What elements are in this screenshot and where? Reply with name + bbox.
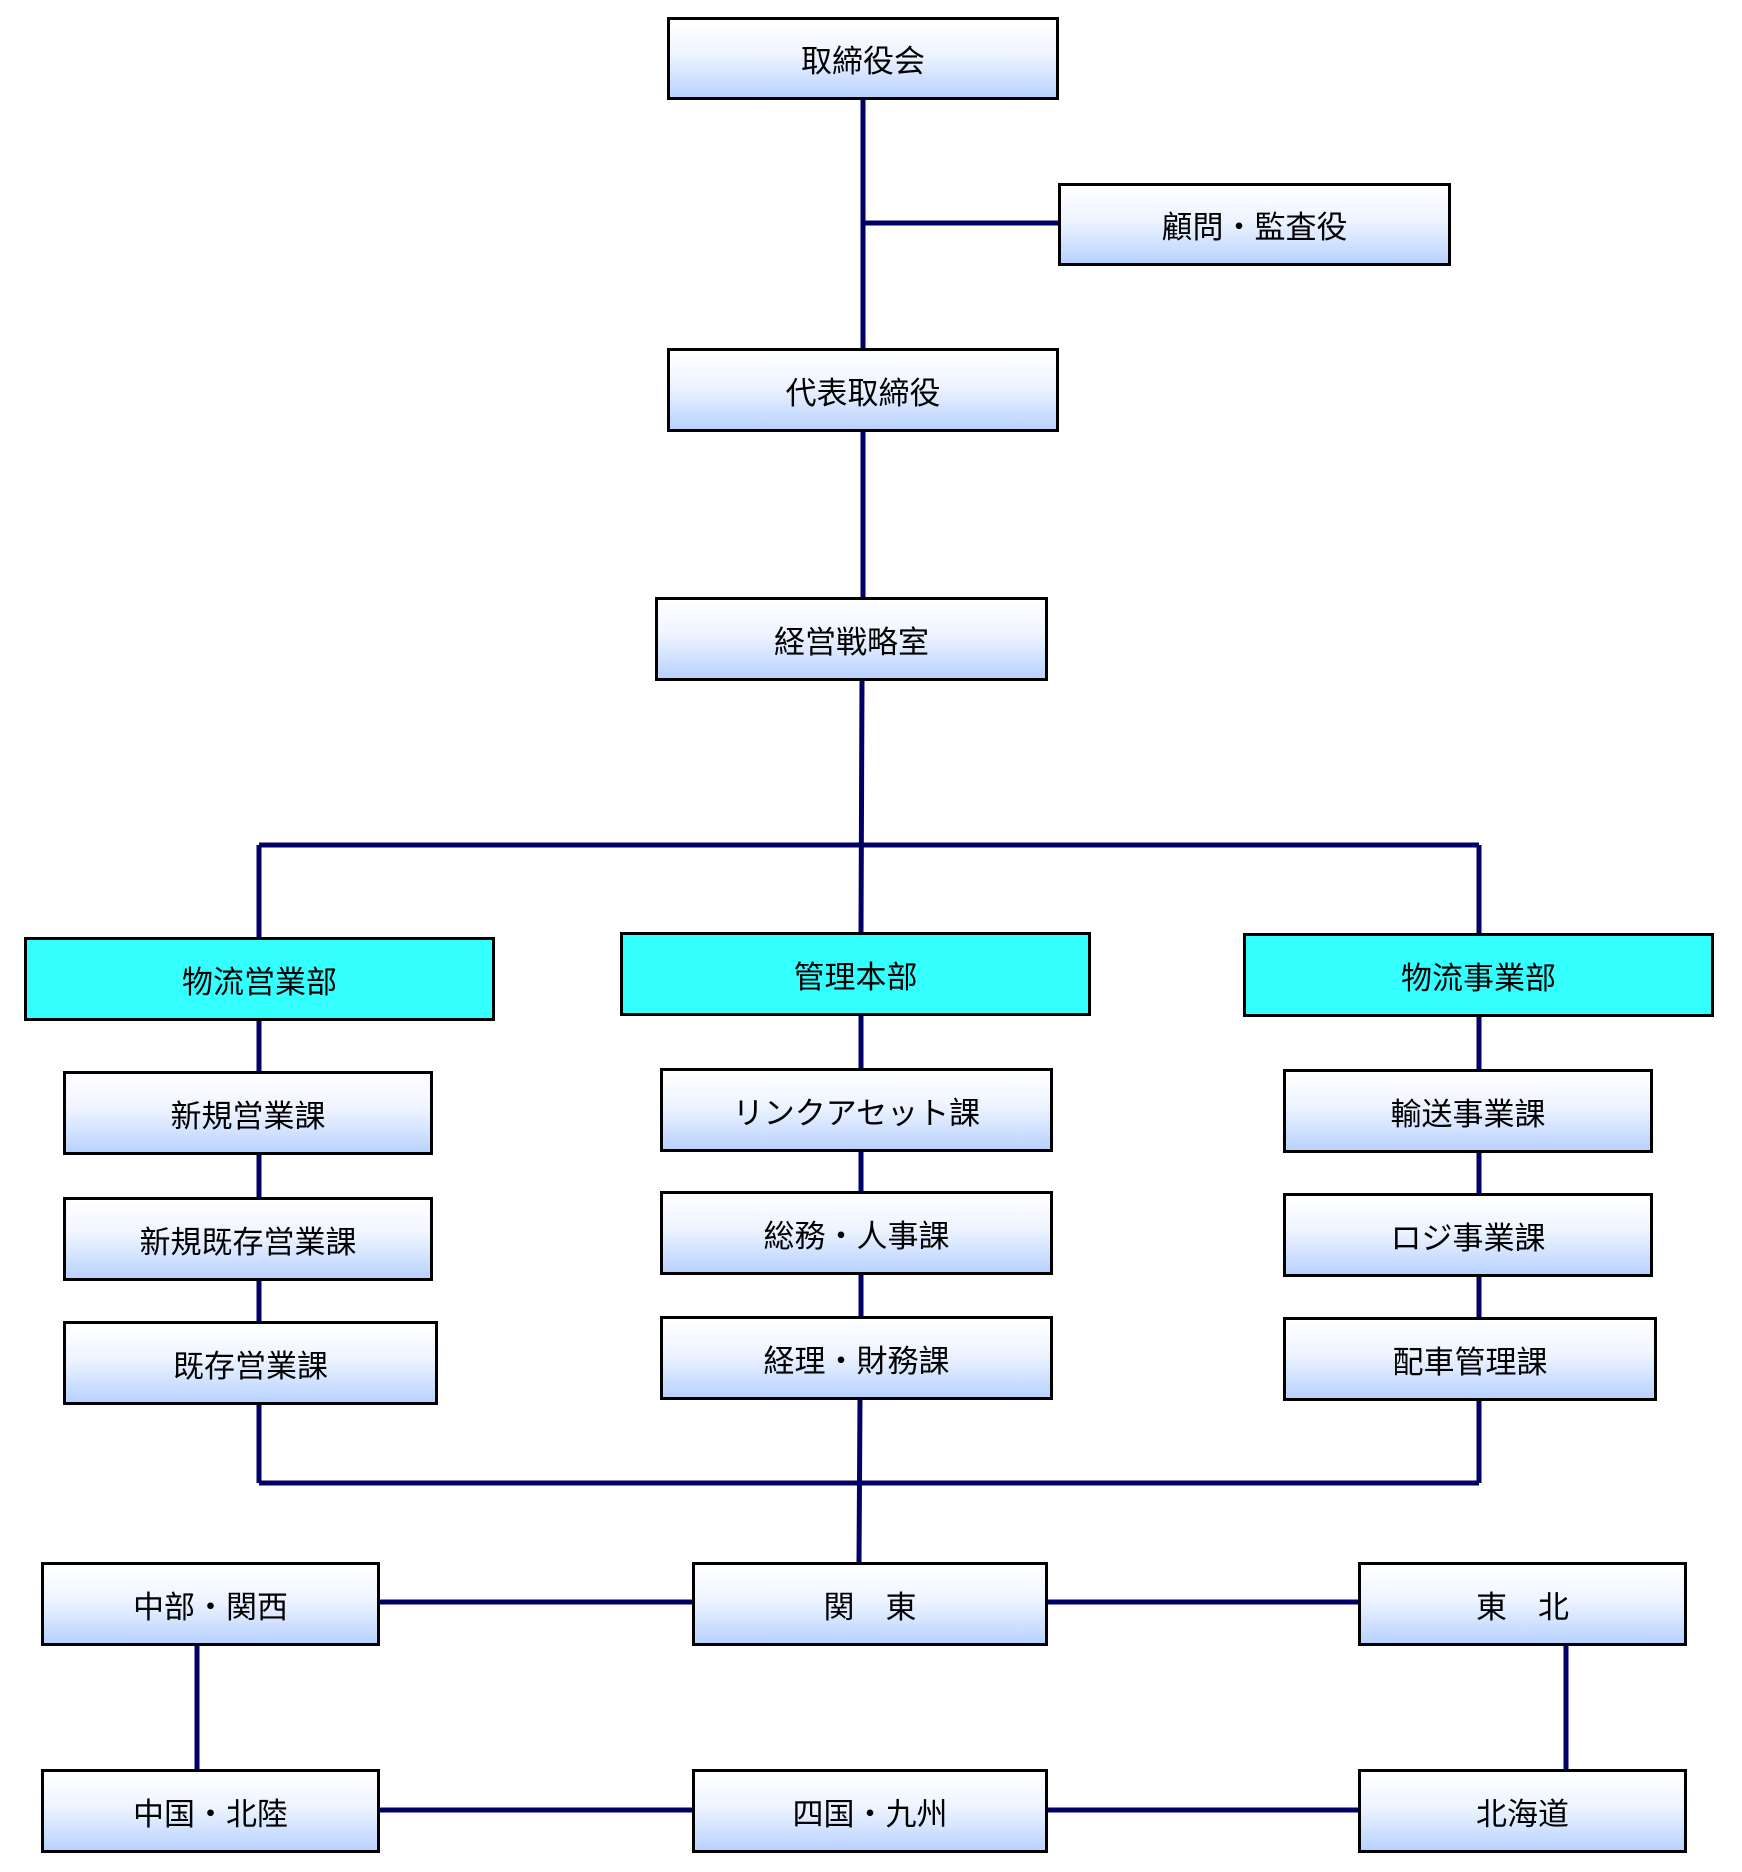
box-section: 輸送事業課	[1283, 1069, 1653, 1153]
box-region-hokkaido: 北海道	[1358, 1769, 1687, 1853]
box-region-shikoku-kyushu: 四国・九州	[692, 1769, 1048, 1853]
line-strategy-departments	[858, 679, 865, 933]
box-section: ロジ事業課	[1283, 1193, 1653, 1277]
box-region-chugoku-hokuriku: 中国・北陸	[41, 1769, 380, 1853]
box-section: 新規既存営業課	[63, 1197, 433, 1281]
line-to-kanto	[856, 1398, 863, 1563]
box-region-chubu-kansai: 中部・関西	[41, 1562, 380, 1646]
box-region-tohoku: 東 北	[1358, 1562, 1687, 1646]
box-strategy: 経営戦略室	[655, 597, 1048, 681]
box-president: 代表取締役	[667, 348, 1059, 432]
box-section: 新規営業課	[63, 1071, 433, 1155]
box-section: 経理・財務課	[660, 1316, 1053, 1400]
box-dept-administration: 管理本部	[620, 932, 1091, 1016]
box-dept-logistics-operations: 物流事業部	[1243, 933, 1714, 1017]
box-section: 配車管理課	[1283, 1317, 1657, 1401]
box-section: 既存営業課	[63, 1321, 438, 1405]
box-section: リンクアセット課	[660, 1068, 1053, 1152]
box-section: 総務・人事課	[660, 1191, 1053, 1275]
box-advisors: 顧問・監査役	[1058, 183, 1451, 266]
box-board: 取締役会	[667, 17, 1059, 100]
box-region-kanto: 関 東	[692, 1562, 1048, 1646]
box-dept-logistics-sales: 物流営業部	[24, 937, 495, 1021]
